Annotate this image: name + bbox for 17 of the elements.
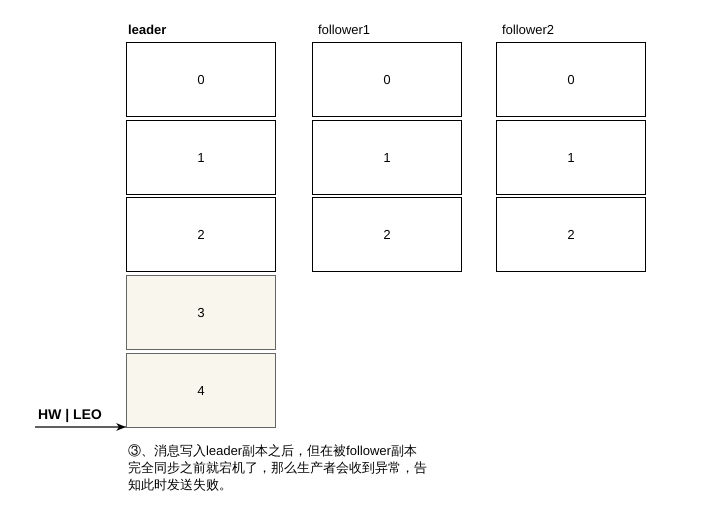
log-entry-box: 2 — [312, 197, 462, 272]
column-heading: follower1 — [318, 22, 370, 37]
log-entry-box: 1 — [312, 120, 462, 195]
log-entry-box: 2 — [126, 197, 276, 272]
log-entry-box: 1 — [126, 120, 276, 195]
annotation-text: ③、消息写入leader副本之后，但在被follower副本完全同步之前就宕机了，那么生产者会收到异常，告知此时发送失败。 — [128, 442, 428, 493]
edge-label: HW | LEO — [38, 406, 102, 422]
log-entry-box: 2 — [496, 197, 646, 272]
log-entry-box: 4 — [126, 353, 276, 428]
column-heading: leader — [128, 22, 166, 37]
log-entry-box: 0 — [312, 42, 462, 117]
log-entry-box: 1 — [496, 120, 646, 195]
column-heading: follower2 — [502, 22, 554, 37]
log-entry-box: 0 — [496, 42, 646, 117]
arrow — [35, 423, 126, 431]
log-entry-box: 0 — [126, 42, 276, 117]
log-entry-box: 3 — [126, 275, 276, 350]
